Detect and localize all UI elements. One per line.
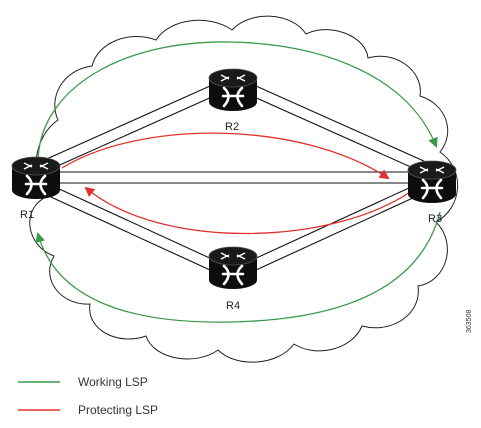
router-r2 — [207, 67, 259, 113]
protecting-lsp-forward — [61, 132, 390, 180]
router-label-r3: R3 — [428, 213, 442, 225]
working-lsp-bottom — [35, 211, 441, 323]
legend-protecting-label: Protecting LSP — [78, 403, 158, 417]
figure-id: 363508 — [466, 310, 473, 333]
working-lsp-top — [37, 41, 438, 161]
links — [39, 85, 427, 271]
router-r3 — [406, 159, 458, 205]
legend: Working LSP Protecting LSP — [18, 375, 158, 417]
router-icon — [207, 245, 259, 291]
router-icon — [10, 155, 62, 201]
router-label-r2: R2 — [225, 121, 239, 133]
router-r1 — [10, 155, 62, 201]
router-icon — [406, 159, 458, 205]
router-r4 — [207, 245, 259, 291]
router-label-r1: R1 — [20, 209, 34, 221]
network-cloud — [29, 15, 458, 363]
router-label-r4: R4 — [226, 300, 240, 312]
protecting-lsp-return — [84, 186, 411, 235]
legend-working-label: Working LSP — [78, 375, 148, 389]
router-icon — [207, 67, 259, 113]
